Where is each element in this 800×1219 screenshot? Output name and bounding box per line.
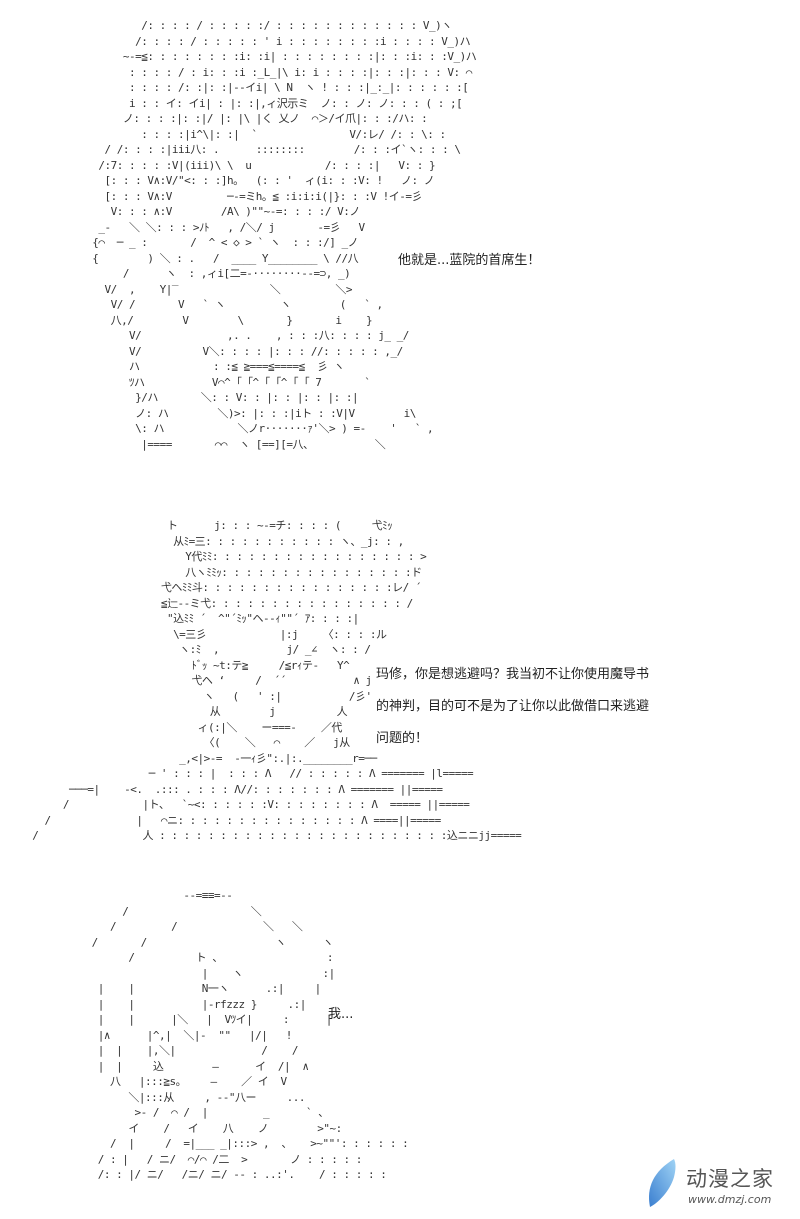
ascii-art-line: | ヽ :|: [12, 966, 335, 980]
ascii-art-line: [: : : V∧:V/"<: : :]h。 (: : ' ィ(i: : :V:…: [80, 174, 435, 187]
ascii-art-line: / ヽ : ,ィi[二=-········--=⊃, _): [80, 267, 351, 280]
ascii-art-line: /:7: : : : :V|(iii)\ \ u /: : : :| V: : …: [80, 158, 436, 172]
ascii-art-line: ヽ:ﾐ , j/ _∠ ヽ: : /: [20, 643, 371, 656]
ascii-art-line: >- / ⌒ / | _ ` 、: [12, 1106, 329, 1119]
ascii-art-line: 〈( ＼ ⌒ ／ j从: [20, 736, 351, 749]
speech-text-3: 我...: [328, 999, 353, 1031]
site-watermark-logo: 动漫之家 www.dmzj.com: [640, 1155, 800, 1215]
ascii-art-panel-3: --=≡≡=-- / ＼ / / ＼ ＼ / / ヽ ヽ / ト 、 :: [12, 888, 409, 1183]
ascii-art-line: { ) ＼ : . / ____ Y________ \ //八: [80, 251, 359, 265]
ascii-art-line: 从ﾐ=三: : : : : : : : : : : ヽ、_j: : ,: [20, 534, 404, 548]
speech-text-2: 玛修，你是想逃避吗？我当初不让你使用魔导书的神判，目的可不是为了让你以此做借口来…: [376, 659, 649, 755]
ascii-art-line: V: : : ∧:V /A\ )""~-=: : : :/ V:ノ: [80, 205, 361, 218]
ascii-art-line: V/ ,. . , : : :八: : : : j_ _/: [80, 329, 409, 342]
ascii-art-line: _,<|>-= ‐一ｨ彡":.|:.________r=──: [20, 751, 377, 765]
ascii-art-line: 从 j 人: [20, 705, 348, 718]
ascii-art-line: / 人 : : : : : : : : : : : : : : : : : : …: [20, 829, 522, 842]
ascii-art-line: Y代ﾐﾐ: : : : : : : : : : : : : : : : : >: [20, 550, 427, 563]
dialogue-line: 问题的！: [376, 731, 429, 746]
ascii-art-line: 弋ヘ ‘ / ´´ ∧ j: [20, 674, 372, 687]
ascii-art-line: }/ハ ＼: : V: : |: : |: : |: :|: [80, 391, 359, 404]
dialogue-line: 他就是...蓝院的首席生！: [398, 253, 541, 268]
ascii-art-line: | | N一ヽ .:| |: [12, 982, 322, 995]
ascii-art-line: [: : : V∧:V ─-=ミh。≦ :i:i:i(|}: : :V !イ-=…: [80, 189, 423, 203]
ascii-art-line: ~-=≦: : : : : : : :i: :i| : : : : : : : …: [80, 50, 477, 63]
ascii-art-line: / | ⌒ニ: : : : : : : : : : : : : : : Λ ==…: [20, 813, 441, 827]
ascii-art-line: ───=| -<. .::: . : : : Λ//: : : : : : : …: [20, 782, 443, 796]
ascii-art-line: : : : :|i^\|: :| ` V/:レ/ /: : \: :: [80, 127, 446, 141]
ascii-art-line: / |ト、 `~<: : : : : :V: : : : : : : : Λ =…: [20, 798, 470, 811]
ascii-art-panel-1: /: : : : / : : : : :/ : : : : : : : : : …: [80, 18, 477, 452]
ascii-art-line: {⌒ ─ _ : / ^ < ◇ > ` ヽ : : :/] _ノ: [80, 236, 359, 249]
ascii-art-line: ﾄﾞｯ ~t:テ≧ /≦rｨテ- Y^: [20, 658, 350, 672]
ascii-art-panel-2: ト j: : : ~-=チ: : : : ( 弋ﾐｯ 从ﾐ=三: : : : :…: [20, 518, 521, 844]
ascii-art-line: |==== ⌒⌒ ヽ [==][=八、 ＼: [80, 437, 386, 451]
ascii-art-line: --=≡≡=--: [12, 889, 233, 902]
ascii-art-line: 八,/ V \ } i }: [80, 313, 373, 327]
speech-text-1: 他就是...蓝院的首席生！: [398, 245, 540, 277]
logo-name: 动漫之家: [686, 1167, 774, 1191]
ascii-art-line: /: : : : / : : : : : ' i : : : : : : : :…: [80, 34, 471, 48]
ascii-art-line: V/ / V ` ヽ ヽ ( ` ,: [80, 298, 384, 311]
ascii-art-line: 八 |:::≧s。 ― ／ イ V: [12, 1075, 287, 1088]
ascii-art-line: \=三彡 |:j 〈: : : :ル: [20, 627, 387, 641]
ascii-art-line: V/ , Y|‾ ＼ ＼>: [80, 282, 353, 296]
ascii-art-line: | | 込 ― イ /| ∧: [12, 1059, 309, 1073]
ascii-art-line: ノ: ハ ＼)>: |: : :|iト : :V|V i\: [80, 406, 416, 420]
ascii-art-line: /: : |/ ニ/ /ニ/ ニ/ -- : ..:'. / : : : : :: [12, 1168, 387, 1181]
feather-logo-icon: [649, 1159, 676, 1207]
ascii-art-line: ≦辷--ミ弋: : : : : : : : : : : : : : : : /: [20, 596, 413, 610]
ascii-art-line: ﾂハ V⌒^ ｢ ｢^ ｢ ｢^ ｢ ｢ 7 `: [80, 375, 371, 389]
ascii-art-line: / / ＼ ＼: [12, 920, 303, 933]
ascii-art-line: / / ヽ ヽ: [12, 935, 334, 949]
ascii-art-line: V/ V＼: : : : |: : : //: : : : : ,_/: [80, 344, 403, 358]
ascii-art-line: / /: : : :|iii八: . :::::::: /: : :イ`ヽ: :…: [80, 143, 461, 156]
ascii-art-line: 八ヽﾐﾐｯ: : : : : : : : : : : : : : : :ド: [20, 565, 422, 579]
ascii-art-line: i : : イ: イi| : |: :|,ィ沢示ミ ノ: : ノ: ノ: : :…: [80, 96, 463, 110]
ascii-art-line: 弋ヘﾐﾐ斗: : : : : : : : : : : : : : : :レ/ ´: [20, 581, 422, 594]
ascii-art-line: | | |,＼| / /: [12, 1044, 299, 1057]
ascii-art-line: ノ: : : :|: :|/ |: |\ |く 乂ノ ⌒＞/イ爪|: : :/ハ…: [80, 112, 428, 125]
dialogue-line: 玛修，你是想逃避吗？我当初不让你使用魔导书: [376, 667, 650, 682]
ascii-art-line: イ / イ 八 ノ >"~:: [12, 1121, 342, 1135]
ascii-art-line: | | |＼ | Vﾂイ| : |: [12, 1013, 333, 1026]
ascii-art-line: ヽ ( ' :| /彡': [20, 689, 372, 703]
ascii-art-line: "込ﾐﾐ ´ ^"´ﾐｯ"ヘ--ｨ""´ ｱ: : : :|: [20, 612, 359, 625]
ascii-art-line: : : : : / : i: : :i :_L_|\ i: i : : : :|…: [80, 65, 472, 79]
ascii-art-line: _- ＼ ＼: : : >ﾉﾄ , /＼/ j -=彡 V: [80, 220, 365, 234]
dialogue-line: 我...: [328, 1007, 354, 1022]
ascii-art-line: /: : : : / : : : : :/ : : : : : : : : : …: [80, 19, 452, 32]
dialogue-line: 的神判，目的可不是为了让你以此做借口来逃避: [376, 699, 650, 714]
ascii-art-line: \: ハ ＼ノr·······ｧ'＼> ) =- ' ` ,: [80, 422, 434, 435]
ascii-art-line: ィ(:|＼ ー===- ／代: [20, 720, 343, 734]
ascii-art-line: ハ : :≦ ≧===≦====≦ 彡 ヽ: [80, 360, 345, 373]
ascii-art-line: ト j: : : ~-=チ: : : : ( 弋ﾐｯ: [20, 519, 393, 532]
ascii-art-line: ＼|:::从 , -‐"八ー ...: [12, 1090, 306, 1104]
ascii-art-line: ─ ' : : : | : : : Λ // : : : : : Λ =====…: [20, 767, 474, 780]
ascii-art-line: / : | / ニ/ ⌒/⌒ /二 > ノ : : : : :: [12, 1152, 363, 1166]
ascii-art-line: / ト 、 :: [12, 951, 334, 964]
ascii-art-line: / ＼: [12, 904, 262, 918]
ascii-art-line: |∧ |^,| ＼|- "" |/| !: [12, 1028, 293, 1042]
ascii-art-line: / | / =|___ _|:::> , 、 >~""': : : : : :: [12, 1137, 409, 1150]
ascii-art-line: | | |-rfzzz } .:|: [12, 997, 307, 1011]
logo-url: www.dmzj.com: [688, 1193, 772, 1206]
ascii-art-line: : : : : /: :|: :|--イi| \ N ヽ ! : : :|_:_…: [80, 81, 469, 94]
